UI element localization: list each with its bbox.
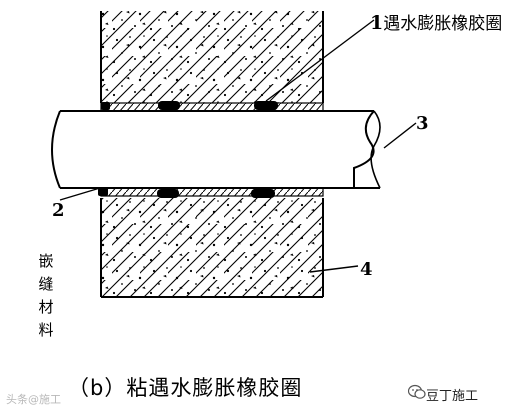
watermark-text: 头条@施工 [6, 393, 61, 406]
vertical-char: 缝 [38, 275, 54, 293]
label-rubber-ring: 1遇水膨胀橡胶圈 [370, 9, 502, 34]
vertical-char: 料 [38, 321, 54, 339]
vertical-char: 嵌 [38, 252, 54, 270]
label-number-4: 4 [360, 259, 373, 280]
vertical-label-caulking: 嵌 缝 材 料 [36, 250, 56, 342]
expansion-rubber-rings [98, 101, 278, 198]
vertical-char: 材 [38, 298, 54, 316]
sleeve-liner-top [100, 102, 324, 112]
leader-lines [59, 19, 417, 273]
label-rubber-ring-text: 遇水膨胀橡胶圈 [383, 14, 503, 34]
label-number-2: 2 [52, 200, 65, 221]
concrete-wall-upper [101, 11, 323, 103]
figure-caption: （b）粘遇水膨胀橡胶圈 [68, 376, 303, 400]
sleeve-liner-bottom [100, 187, 324, 197]
concrete-wall-lower [101, 198, 323, 296]
wechat-icon [408, 384, 426, 399]
label-number-3: 3 [416, 113, 429, 134]
brand-name: 豆丁施工 [426, 389, 479, 404]
pipe [51, 110, 381, 189]
wall-outline [100, 11, 324, 298]
label-number-1: 1 [370, 12, 384, 34]
